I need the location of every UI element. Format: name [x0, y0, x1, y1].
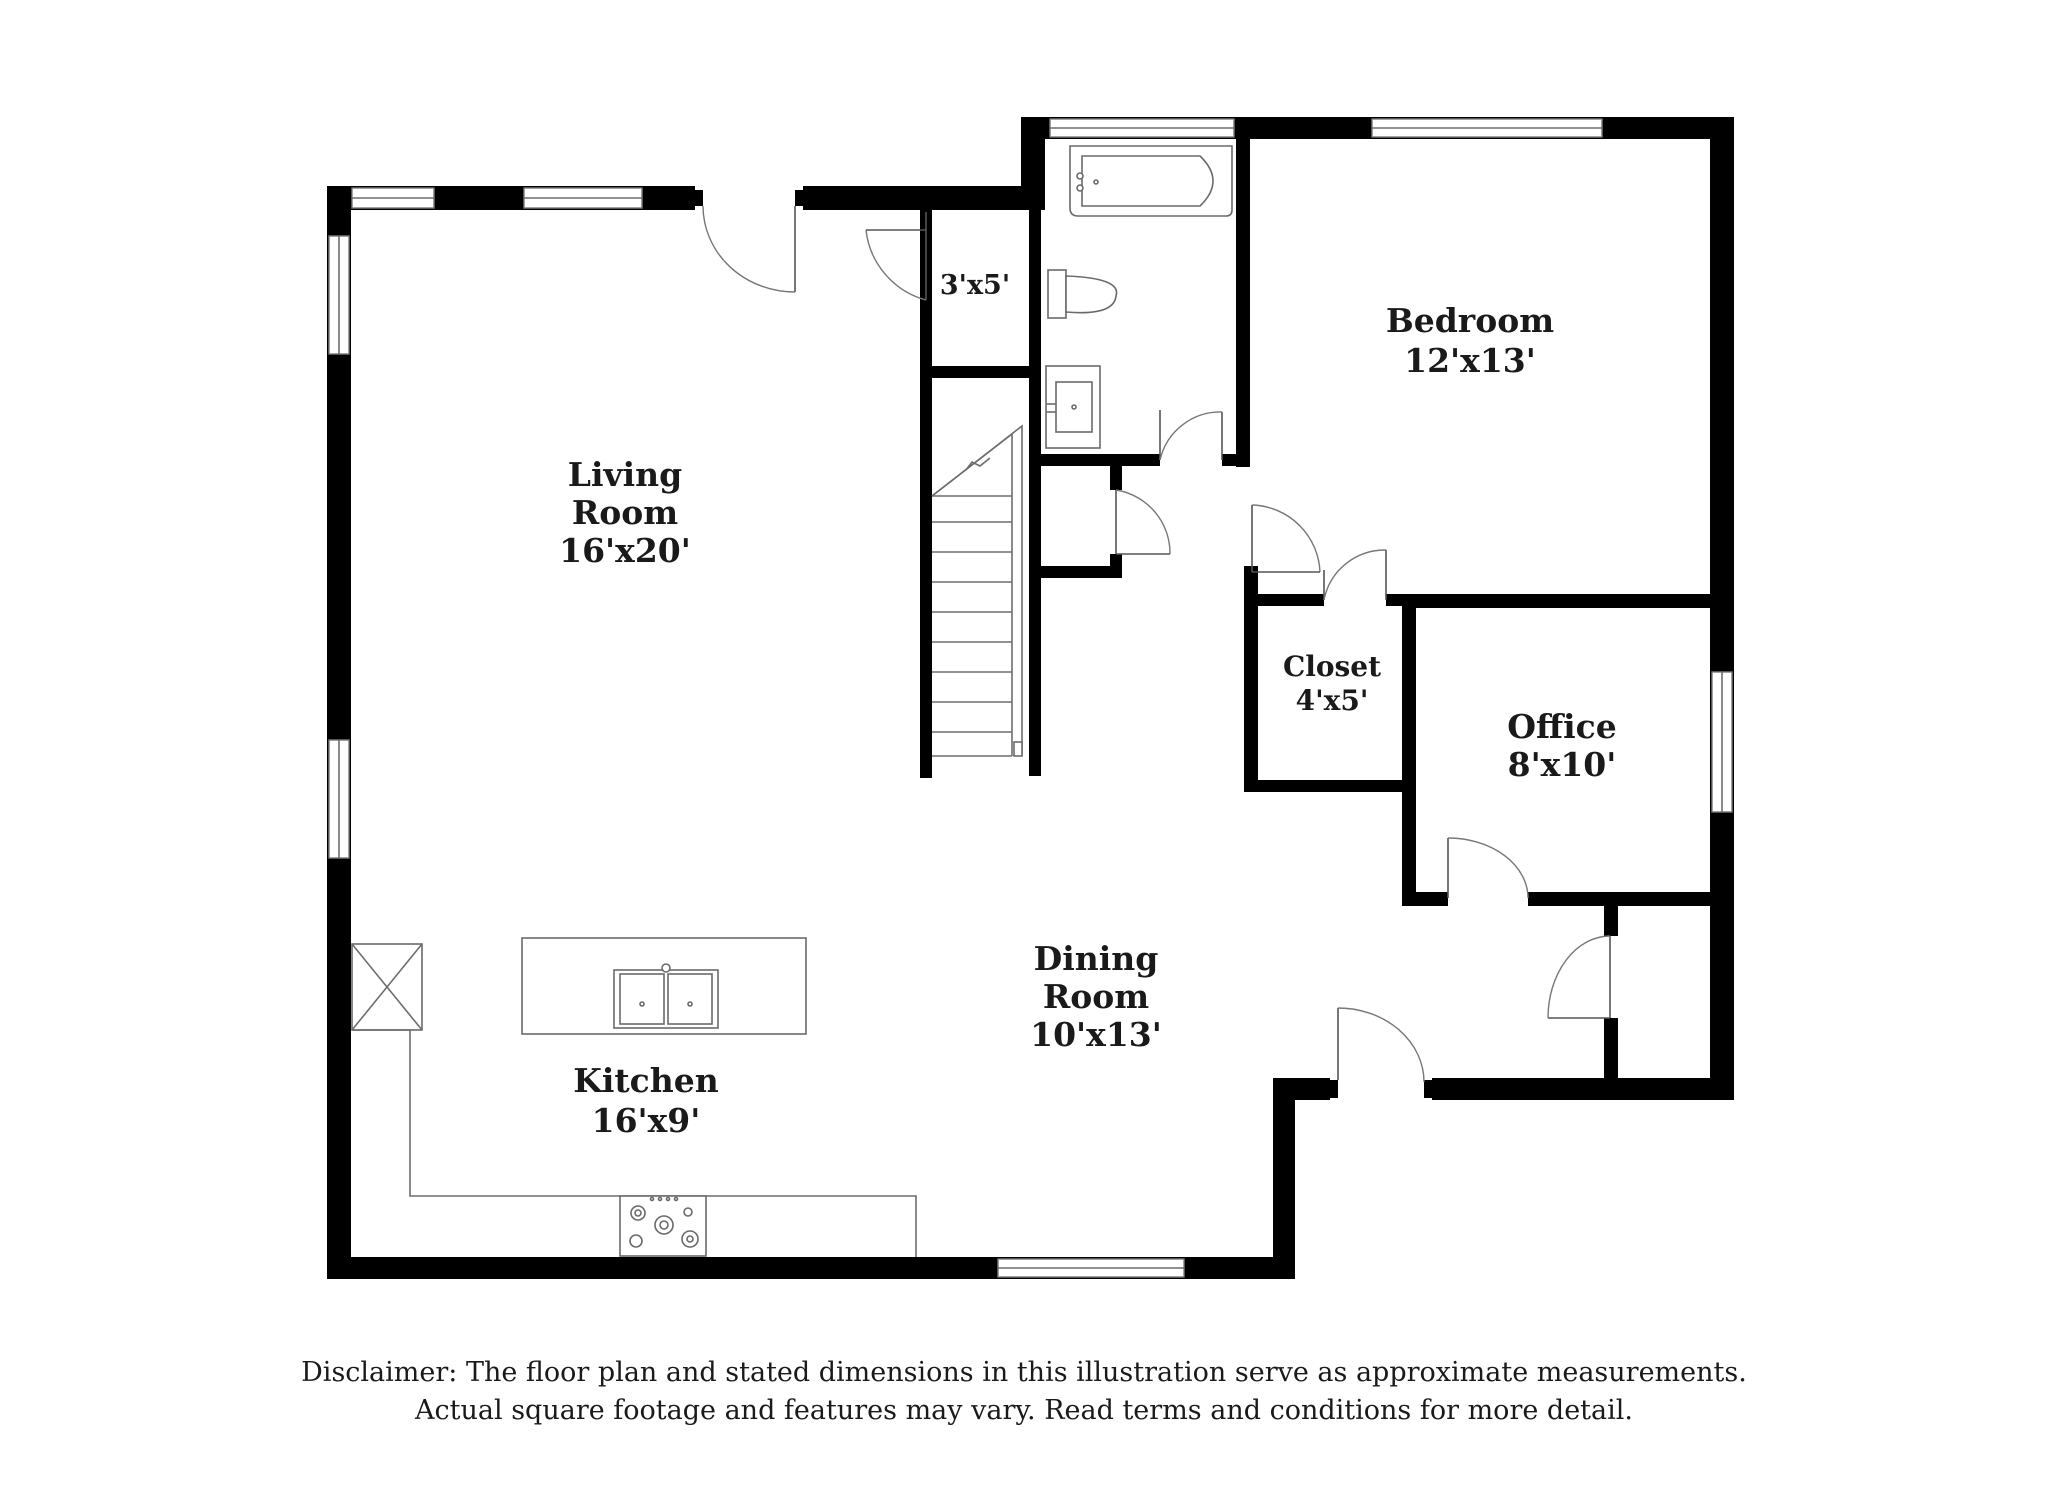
kitchen-name: Kitchen	[573, 1061, 719, 1100]
closet-name: Closet	[1283, 650, 1381, 683]
stove-icon	[619, 1195, 707, 1257]
bedroom-dimensions: 12'x13'	[1404, 341, 1536, 380]
office-name: Office	[1507, 707, 1616, 746]
stairs	[931, 424, 1023, 757]
toilet-icon	[1047, 269, 1118, 319]
interior-walls	[920, 117, 1732, 1100]
dining-room-name: Room	[1043, 977, 1149, 1016]
office-dimensions: 8'x10'	[1508, 745, 1617, 784]
disclaimer-line: Disclaimer: The floor plan and stated di…	[301, 1357, 1747, 1388]
disclaimer: Disclaimer: The floor plan and stated di…	[0, 1354, 2048, 1430]
sink-icon	[613, 963, 719, 1029]
kitchen-island	[521, 937, 807, 1035]
doors	[695, 190, 1611, 1098]
kitchen-fixtures	[351, 937, 917, 1257]
disclaimer-line: Actual square footage and features may v…	[415, 1395, 1633, 1426]
living-room-dimensions: 16'x20'	[559, 531, 691, 570]
dining-room-name: Dining	[1034, 939, 1159, 978]
fridge-icon	[351, 943, 423, 1031]
bedroom-name: Bedroom	[1386, 301, 1554, 340]
windows	[328, 118, 1733, 1278]
room-labels: Living Room 16'x20' 3'x5' Bedroom 12'x13…	[559, 270, 1617, 1140]
small-closet-dimensions: 3'x5'	[940, 270, 1010, 301]
bathroom-fixtures	[1045, 145, 1233, 449]
closet-dimensions: 4'x5'	[1296, 684, 1369, 717]
dining-room-dimensions: 10'x13'	[1030, 1015, 1162, 1054]
living-room-name: Room	[572, 493, 678, 532]
kitchen-dimensions: 16'x9'	[592, 1101, 701, 1140]
sink-icon	[1045, 365, 1101, 449]
living-room-name: Living	[568, 455, 683, 494]
